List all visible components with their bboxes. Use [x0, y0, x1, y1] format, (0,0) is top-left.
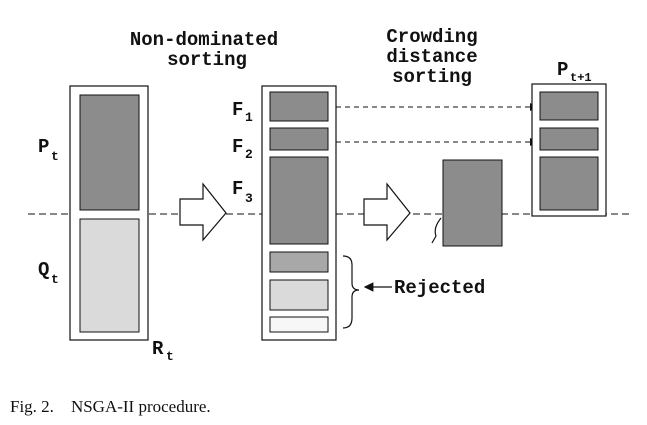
label-qt-sub: t — [51, 272, 59, 287]
heading-crowding-line2: distance — [386, 46, 477, 68]
label-pt-sub: t — [51, 149, 59, 164]
pt-block — [79, 94, 140, 211]
heading-nondominated-line2: sorting — [167, 49, 247, 71]
crowding-rejected-brace — [431, 217, 442, 244]
front-f2-block — [269, 127, 329, 151]
hollow-arrow-1 — [179, 182, 227, 242]
label-qt: Q — [38, 259, 49, 281]
label-f3-sub: 3 — [245, 191, 253, 206]
caption-text: NSGA-II procedure. — [70, 397, 211, 416]
heading-crowding-line3: sorting — [392, 66, 472, 88]
label-f3: F — [232, 178, 243, 200]
pnext-f2-block — [539, 127, 599, 151]
label-rt: R — [152, 338, 164, 360]
pnext-f3-part-block — [539, 156, 599, 211]
label-pnext: P — [557, 59, 568, 81]
figure-caption: Fig. 2. NSGA-II procedure. — [10, 397, 211, 417]
heading-nondominated-line1: Non-dominated — [130, 29, 278, 51]
front-f6-block — [269, 316, 329, 333]
label-pnext-sub: t+1 — [570, 71, 592, 85]
caption-figure-number: Fig. 2. — [10, 397, 54, 416]
label-rt-sub: t — [166, 349, 174, 364]
rejected-bracket — [342, 255, 360, 329]
label-f2: F — [232, 136, 243, 158]
front-f5-block — [269, 279, 329, 311]
front-f3-block — [269, 156, 329, 245]
label-pt: P — [38, 136, 49, 158]
label-rejected: Rejected — [394, 277, 485, 299]
label-f1-sub: 1 — [245, 110, 253, 125]
pnext-f1-block — [539, 91, 599, 121]
label-f1: F — [232, 99, 243, 121]
crowding-sorted-block — [442, 159, 503, 247]
hollow-arrow-2 — [363, 182, 411, 242]
heading-crowding-line1: Crowding — [386, 26, 477, 48]
front-f1-block — [269, 91, 329, 122]
qt-block — [79, 218, 140, 333]
label-f2-sub: 2 — [245, 147, 253, 162]
front-f4-block — [269, 251, 329, 273]
